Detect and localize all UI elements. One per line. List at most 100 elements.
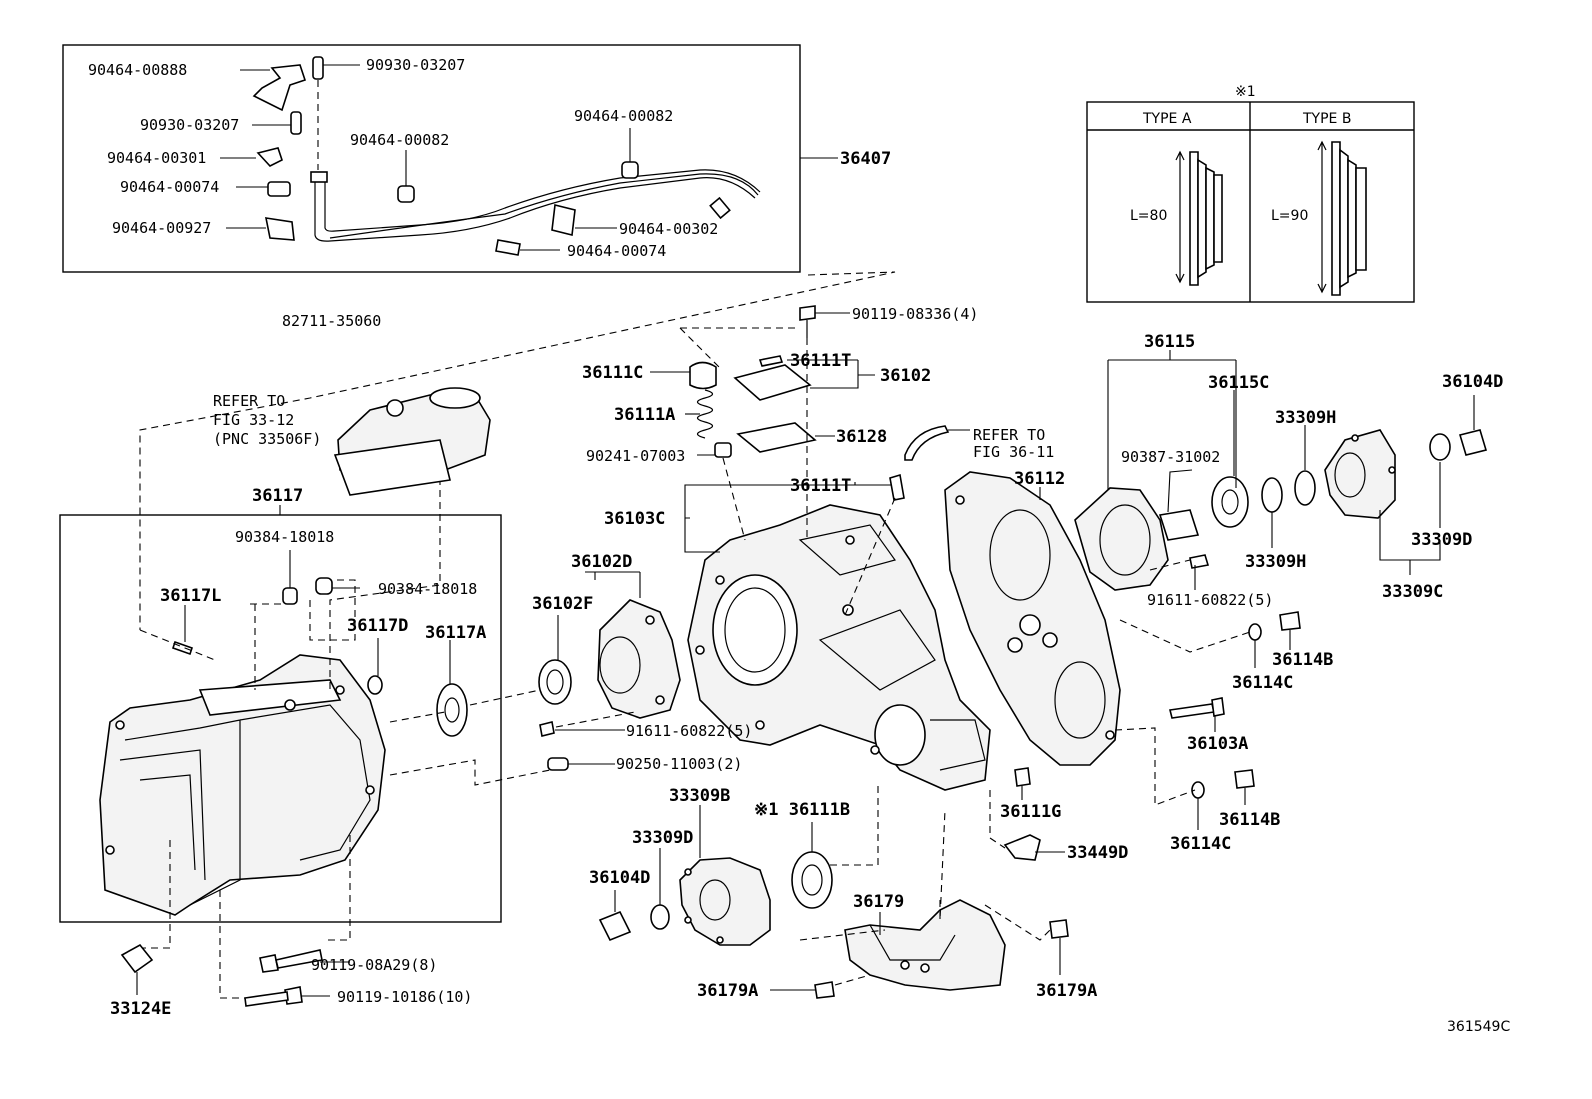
clip-90464-00888 bbox=[252, 64, 307, 112]
pin-36111G bbox=[1014, 767, 1031, 787]
seal-36102F bbox=[538, 659, 572, 705]
bolt-91611-60822-a bbox=[539, 721, 555, 737]
label-33124E: 33124E bbox=[110, 999, 171, 1019]
label-90464-00082-b: 90464-00082 bbox=[574, 107, 673, 125]
label-91611-60822-a: 91611-60822(5) bbox=[626, 722, 752, 740]
label-90387-31002: 90387-31002 bbox=[1121, 448, 1220, 466]
bottom-left-parts bbox=[120, 943, 350, 1007]
label-90464-00301: 90464-00301 bbox=[107, 149, 206, 167]
label-36128: 36128 bbox=[836, 427, 887, 447]
label-36102D: 36102D bbox=[571, 552, 632, 572]
seal-36111B bbox=[791, 851, 833, 909]
plug-36117D bbox=[367, 675, 383, 695]
label-36111C: 36111C bbox=[582, 363, 643, 383]
mid-case-36103C bbox=[687, 504, 991, 791]
bolt-36114B-a bbox=[1279, 611, 1301, 631]
sleeve-90387-31002 bbox=[1158, 509, 1200, 541]
plug-90930-03207-a bbox=[312, 56, 324, 80]
seal-type-a-icon bbox=[1175, 150, 1223, 286]
label-refer-a-2: FIG 33-12 bbox=[213, 411, 294, 429]
bolt-91611-60822-b bbox=[1189, 554, 1210, 569]
label-90464-00074-a: 90464-00074 bbox=[120, 178, 219, 196]
label-33309H-a: 33309H bbox=[1275, 408, 1336, 428]
plug-90930-03207-b bbox=[290, 111, 302, 135]
label-91611-60822-b: 91611-60822(5) bbox=[1147, 591, 1273, 609]
label-90119-10186: 90119-10186(10) bbox=[337, 988, 472, 1006]
pin-90250-11003 bbox=[547, 757, 569, 771]
bolt-36179A-b bbox=[1049, 919, 1069, 939]
label-36407: 36407 bbox=[840, 149, 891, 169]
sensor-33124E bbox=[120, 943, 154, 974]
clip-90464-00074-b bbox=[495, 239, 521, 256]
washer-33309D-b bbox=[650, 904, 670, 930]
label-36104D-b: 36104D bbox=[589, 868, 650, 888]
type-a-dimension: L=80 bbox=[1130, 208, 1167, 224]
bearing-36117A bbox=[436, 683, 468, 737]
label-36111T-a: 36111T bbox=[790, 351, 851, 371]
label-90119-08336: 90119-08336(4) bbox=[852, 305, 978, 323]
label-36114B-a: 36114B bbox=[1272, 650, 1333, 670]
label-36102: 36102 bbox=[880, 366, 931, 386]
clip-90464-00074-a bbox=[267, 181, 291, 197]
washer-33309D-a bbox=[1429, 433, 1451, 461]
label-90241-07003: 90241-07003 bbox=[586, 447, 685, 465]
label-33309D-a: 33309D bbox=[1411, 530, 1472, 550]
label-36179: 36179 bbox=[853, 892, 904, 912]
clip-90464-00927 bbox=[264, 217, 295, 241]
pin-36111T-a bbox=[758, 355, 784, 367]
pin-36111T-b bbox=[889, 473, 905, 501]
label-36117D: 36117D bbox=[347, 616, 408, 636]
label-90119-08A29: 90119-08A29(8) bbox=[311, 956, 437, 974]
clip-90464-00082-b bbox=[621, 161, 639, 179]
label-36112: 36112 bbox=[1014, 469, 1065, 489]
bolt-90119-08336 bbox=[799, 305, 816, 321]
callout-labels: 90464-00888 90930-03207 90930-03207 9046… bbox=[88, 56, 1510, 1035]
label-90464-00888: 90464-00888 bbox=[88, 61, 187, 79]
label-36179A-b: 36179A bbox=[1036, 981, 1097, 1001]
label-90384-18018-b: 90384-18018 bbox=[378, 580, 477, 598]
label-82711-35060: 82711-35060 bbox=[282, 312, 381, 330]
label-33309B: 33309B bbox=[669, 786, 730, 806]
label-33309H-b: 33309H bbox=[1245, 552, 1306, 572]
label-36115C: 36115C bbox=[1208, 373, 1269, 393]
label-36103C: 36103C bbox=[604, 509, 665, 529]
type-table: ※1 TYPE A TYPE B L=80 L=90 bbox=[1086, 84, 1415, 303]
label-90250-11003: 90250-11003(2) bbox=[616, 755, 742, 773]
label-refer-a-1: REFER TO bbox=[213, 392, 285, 410]
ball-90241-07003 bbox=[714, 442, 732, 458]
label-36111B: ※1 36111B bbox=[754, 800, 850, 820]
plug-90384-18018-a bbox=[282, 587, 298, 605]
label-36111A: 36111A bbox=[614, 405, 675, 425]
label-33449D: 33449D bbox=[1067, 843, 1128, 863]
bearing-36115C bbox=[1211, 476, 1249, 528]
type-b-dimension: L=90 bbox=[1271, 208, 1308, 224]
label-36117: 36117 bbox=[252, 486, 303, 506]
bolt-36179A-a bbox=[814, 981, 835, 999]
cover-36102 bbox=[733, 364, 812, 401]
spring-36111A bbox=[696, 389, 714, 439]
label-36104D-a: 36104D bbox=[1442, 372, 1503, 392]
label-36114C-a: 36114C bbox=[1232, 673, 1293, 693]
clip-90464-00301 bbox=[256, 147, 283, 167]
label-90464-00302: 90464-00302 bbox=[619, 220, 718, 238]
retainer-36115 bbox=[1074, 487, 1169, 591]
label-36115: 36115 bbox=[1144, 332, 1195, 352]
label-36114B-b: 36114B bbox=[1219, 810, 1280, 830]
nut-36104D-b bbox=[598, 910, 632, 942]
washer-36114C-a bbox=[1248, 623, 1262, 641]
bracket-36179 bbox=[844, 899, 1006, 991]
label-90930-03207-a: 90930-03207 bbox=[366, 56, 465, 74]
label-90384-18018-a: 90384-18018 bbox=[235, 528, 334, 546]
label-33309D-b: 33309D bbox=[632, 828, 693, 848]
label-36102F: 36102F bbox=[532, 594, 593, 614]
seal-type-b-icon bbox=[1317, 140, 1367, 296]
gasket-36128 bbox=[736, 422, 817, 453]
label-refer-b-1: REFER TO bbox=[973, 426, 1045, 444]
label-90464-00074-b: 90464-00074 bbox=[567, 242, 666, 260]
ring-33309H-b bbox=[1294, 470, 1316, 506]
harness-group-36407 bbox=[62, 44, 838, 273]
label-90464-00082-a: 90464-00082 bbox=[350, 131, 449, 149]
sensor-33449D bbox=[1003, 834, 1041, 861]
adapter-group-36102D bbox=[538, 571, 681, 771]
